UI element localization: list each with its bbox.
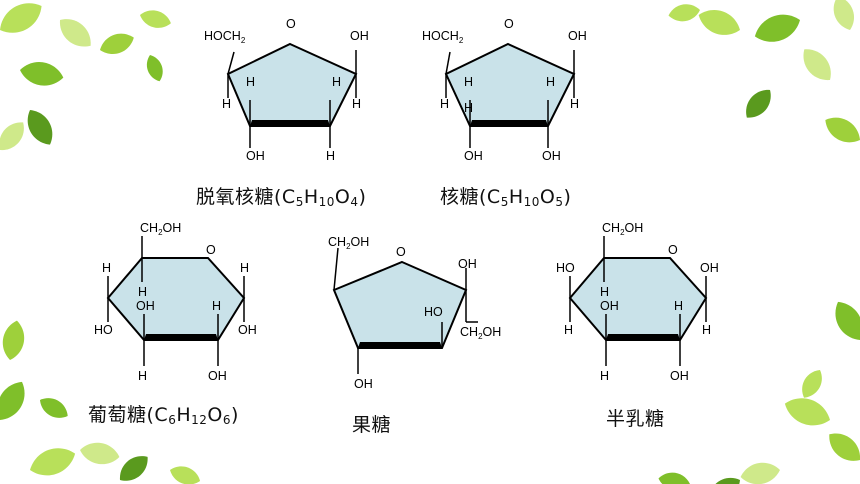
hoch2-label: HOCH2 [204, 29, 246, 45]
h-c1-label: H [332, 75, 341, 89]
galactose-caption: 半乳糖 [606, 408, 665, 430]
h-c2-label: H [702, 323, 711, 337]
oh-c4-label: OH [136, 299, 155, 313]
h-c2-label: H [212, 299, 221, 313]
h-c1-lower-label: H [570, 97, 579, 111]
h-c4-lower-label: H [440, 97, 449, 111]
fructose-ring [332, 260, 468, 349]
leaf-cluster-top-right [667, 0, 860, 150]
ribose-structure: HOCH2 O OH H H H H H OH OH [414, 8, 598, 164]
h-c4-lower-label: H [564, 323, 573, 337]
glucose-ring [106, 257, 246, 341]
h-c4-upper-label: H [246, 75, 255, 89]
ch2oh-label: CH2OH [140, 221, 181, 237]
ho-c3-label: HO [424, 305, 443, 319]
oh-c4-label: OH [354, 377, 373, 391]
ribose-caption: 核糖(C5H10O5) [440, 186, 572, 209]
oh-c1-label: OH [238, 323, 257, 337]
ring-oxygen-label: O [396, 245, 406, 259]
ring-oxygen-label: O [504, 17, 514, 31]
oh-c2-label: OH [458, 257, 477, 271]
h-c4-top-label: H [102, 261, 111, 275]
oh-c2-label: OH [542, 149, 561, 163]
oh-c1-label: OH [700, 261, 719, 275]
oh-right-label: OH [568, 29, 587, 43]
h-c3-label: H [138, 369, 147, 383]
ch2oh-label: CH2OH [602, 221, 643, 237]
oh-right-label: OH [350, 29, 369, 43]
leaf-cluster-top-left [0, 0, 174, 157]
h-c2-bottom-label: H [326, 149, 335, 163]
h-c4-lower-label: H [222, 97, 231, 111]
ch2oh-c2-label: CH2OH [460, 325, 501, 341]
h-c2-upper-label: H [352, 97, 361, 111]
glucose-caption: 葡萄糖(C6H12O6) [88, 404, 239, 427]
hoch2-label: HOCH2 [422, 29, 464, 45]
h-c5-label: H [138, 285, 147, 299]
galactose-ring [568, 257, 708, 341]
ch2oh-label: CH2OH [328, 235, 369, 251]
oh-c3-label: OH [464, 149, 483, 163]
h-c1-label: H [240, 261, 249, 275]
h-c2-upper-label: H [464, 101, 473, 115]
glucose-structure: CH2OH O H H H OH H HO OH H OH [92, 218, 264, 388]
deoxyribose-caption: 脱氧核糖(C5H10O4) [196, 186, 367, 209]
ring-oxygen-label: O [206, 243, 216, 257]
deoxyribose-structure: HOCH2 O OH H H H H OH H [198, 8, 382, 164]
fructose-structure: CH2OH O OH HO CH2OH OH [320, 218, 510, 398]
oh-c2-label: OH [670, 369, 689, 383]
galactose-structure: CH2OH O HO H OH OH H H H H OH [552, 218, 726, 388]
h-c5-label: H [600, 285, 609, 299]
h-c4-upper-label: H [464, 75, 473, 89]
ring-oxygen-label: O [286, 17, 296, 31]
oh-c2-label: OH [208, 369, 227, 383]
ho-c4-label: HO [94, 323, 113, 337]
h-c1-label: H [674, 299, 683, 313]
ho-c4-label: HO [556, 261, 575, 275]
fructose-caption: 果糖 [352, 414, 392, 436]
h-c3-label: H [600, 369, 609, 383]
oh-c3-label: OH [246, 149, 265, 163]
oh-c3-label: OH [600, 299, 619, 313]
ring-oxygen-label: O [668, 243, 678, 257]
h-c1-label: H [546, 75, 555, 89]
